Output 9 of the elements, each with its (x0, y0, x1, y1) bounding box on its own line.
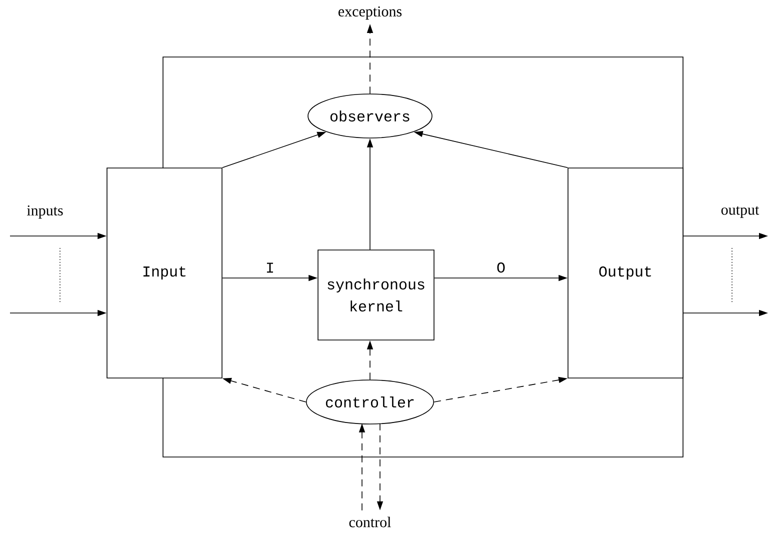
process-box: synchronous kernel (318, 250, 434, 340)
terminal-label: inputs (26, 205, 63, 219)
edge-label: I (266, 262, 273, 273)
terminal-label: control (349, 516, 391, 528)
process-box: Input (106, 168, 222, 378)
process-box: Output (568, 168, 684, 378)
terminal-label: output (721, 206, 760, 218)
edge-label: O (497, 262, 505, 273)
terminal-label: exceptions (338, 6, 402, 20)
